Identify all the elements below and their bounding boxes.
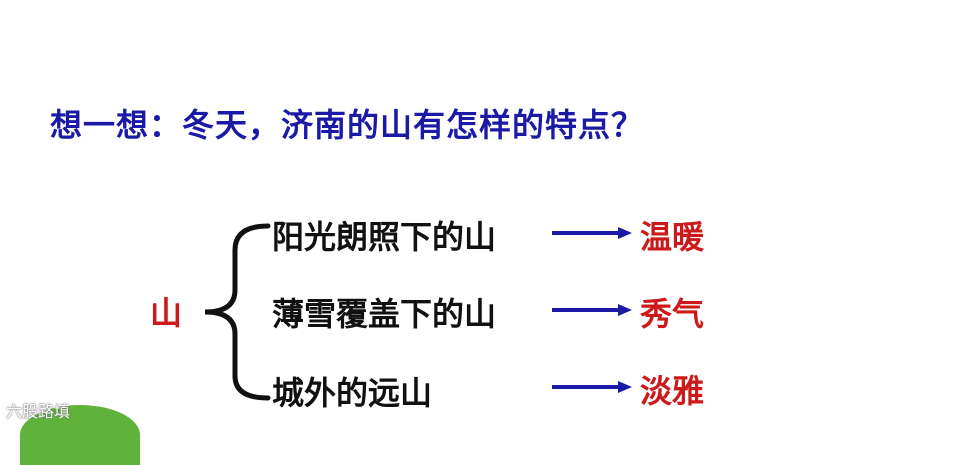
diagram-lines [204,223,632,401]
question-heading: 想一想：冬天，济南的山有怎样的特点？ [50,106,645,144]
row-label-1: 阳光朗照下的山 [272,218,497,256]
arrow-3-head [618,381,632,393]
arrow-1-head [618,227,632,239]
row-label-2: 薄雪覆盖下的山 [272,295,497,333]
row-result-3: 淡雅 [640,372,705,410]
arrow-2-head [618,304,632,316]
row-result-1: 温暖 [640,218,705,256]
row-label-3: 城外的远山 [272,374,433,412]
watermark: 六股路填 [6,402,71,421]
row-result-2: 秀气 [640,295,705,333]
curly-brace [204,223,271,401]
center-word: 山 [150,294,183,332]
